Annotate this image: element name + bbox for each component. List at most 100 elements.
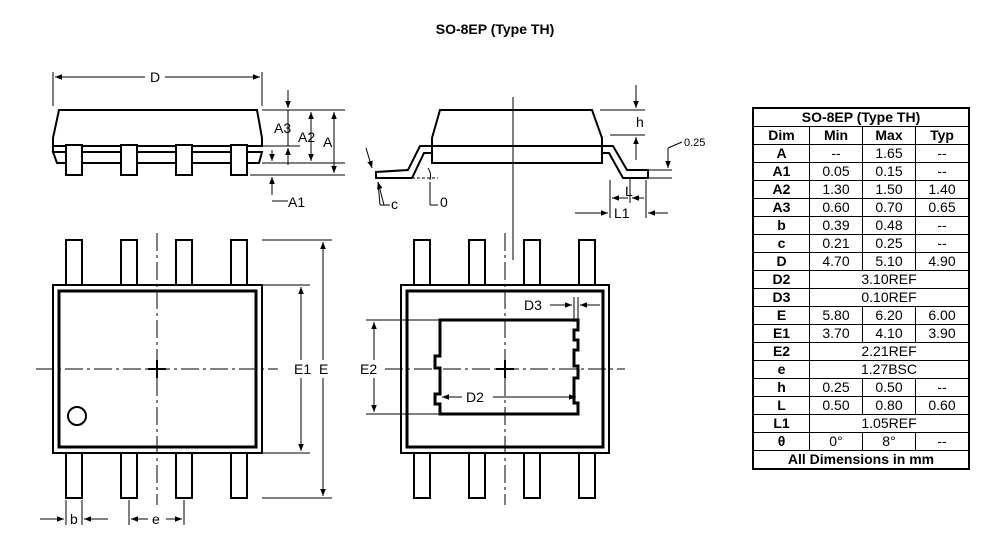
table-cell-value: 0.25 — [862, 234, 916, 253]
bottom-view-lead — [468, 452, 486, 499]
table-cell-value: 0.05 — [809, 162, 863, 181]
table-cell-value: 1.27BSC — [809, 360, 970, 379]
table-cell-dim: A1 — [752, 162, 810, 181]
table-cell-dim: D3 — [752, 288, 810, 307]
table-cell-value: 0.60 — [809, 198, 863, 217]
table-cell-value: 1.05REF — [809, 414, 970, 433]
table-cell-value: -- — [915, 216, 970, 235]
pin1-marker — [67, 406, 87, 426]
table-cell-dim: A — [752, 144, 810, 163]
table-cell-dim: e — [752, 360, 810, 379]
dim-label-A1: A1 — [288, 194, 305, 210]
side-view-lead — [175, 144, 193, 176]
table-cell-value: 0.80 — [862, 396, 916, 415]
bottom-view-lead — [468, 239, 486, 286]
table-cell-value: 0.50 — [809, 396, 863, 415]
table-cell-value: 3.90 — [915, 324, 970, 343]
dim-label-E: E — [319, 361, 328, 377]
dim-label-D: D — [150, 69, 160, 85]
table-cell-value: 0.39 — [809, 216, 863, 235]
table-cell-value: 8° — [862, 432, 916, 451]
bottom-view-labels: E2 D2 D3 — [360, 297, 542, 405]
table-cell-value: 2.21REF — [809, 342, 970, 361]
table-row: A--1.65-- — [752, 144, 970, 163]
table-cell-value: 0.70 — [862, 198, 916, 217]
dim-label-E1: E1 — [294, 361, 311, 377]
top-view-lead — [65, 239, 83, 286]
table-cell-value: 0° — [809, 432, 863, 451]
dim-label-D3: D3 — [524, 297, 542, 313]
table-cell-value: -- — [809, 144, 863, 163]
top-view-lead — [230, 239, 248, 286]
end-view-lead-right — [601, 145, 649, 179]
table-cell-dim: L1 — [752, 414, 810, 433]
table-title: SO-8EP (Type TH) — [752, 107, 970, 127]
dim-label-h: h — [636, 114, 644, 130]
table-cell-value: 4.10 — [862, 324, 916, 343]
dim-label-E2: E2 — [360, 361, 377, 377]
top-view-lead — [175, 452, 193, 499]
end-view-lead-left — [375, 145, 433, 179]
bottom-view-lead — [523, 452, 541, 499]
table-cell-dim: b — [752, 216, 810, 235]
top-view-lead — [65, 452, 83, 499]
table-cell-value: 1.30 — [809, 180, 863, 199]
top-view-lead — [120, 239, 138, 286]
bottom-view-lead — [578, 452, 596, 499]
side-view-body — [52, 109, 263, 147]
table-cell-dim: D — [752, 252, 810, 271]
table-cell-value: 0.21 — [809, 234, 863, 253]
end-view-labels: h 0.25 c 0 L L1 — [391, 114, 705, 221]
side-view — [51, 109, 264, 176]
table-cell-dim: h — [752, 378, 810, 397]
top-view-lead — [175, 239, 193, 286]
side-view-lead — [120, 144, 138, 176]
table-cell-value: 1.65 — [862, 144, 916, 163]
table-cell-value: -- — [915, 144, 970, 163]
dim-label-A3: A3 — [274, 120, 291, 136]
table-cell-value: 0.10REF — [809, 288, 970, 307]
table-cell-value: 0.60 — [915, 396, 970, 415]
table-cell-value: 3.70 — [809, 324, 863, 343]
table-cell-dim: c — [752, 234, 810, 253]
table-cell-value: 0.48 — [862, 216, 916, 235]
table-cell-dim: E1 — [752, 324, 810, 343]
table-header: Min — [809, 126, 863, 145]
end-view-body — [431, 109, 603, 164]
exposed-pad — [433, 318, 580, 416]
table-cell-value: 5.10 — [862, 252, 916, 271]
dim-label-L1: L1 — [614, 205, 630, 221]
table-cell-value: 0.25 — [809, 378, 863, 397]
table-cell-value: 6.20 — [862, 306, 916, 325]
dim-label-c: c — [391, 196, 398, 212]
side-view-lead — [230, 144, 248, 176]
top-view-lead — [120, 452, 138, 499]
bottom-view-lead — [413, 239, 431, 286]
table-cell-dim: E — [752, 306, 810, 325]
table-cell-value: 0.50 — [862, 378, 916, 397]
top-view-lead — [230, 452, 248, 499]
table-cell-value: 1.40 — [915, 180, 970, 199]
bottom-view-lead — [578, 239, 596, 286]
bottom-view-lead — [413, 452, 431, 499]
side-view-labels: D A3 A2 A A1 — [150, 69, 333, 210]
table-cell-value: 5.80 — [809, 306, 863, 325]
dim-label-A2: A2 — [298, 129, 315, 145]
table-cell-value: 3.10REF — [809, 270, 970, 289]
table-cell-value: 0.15 — [862, 162, 916, 181]
